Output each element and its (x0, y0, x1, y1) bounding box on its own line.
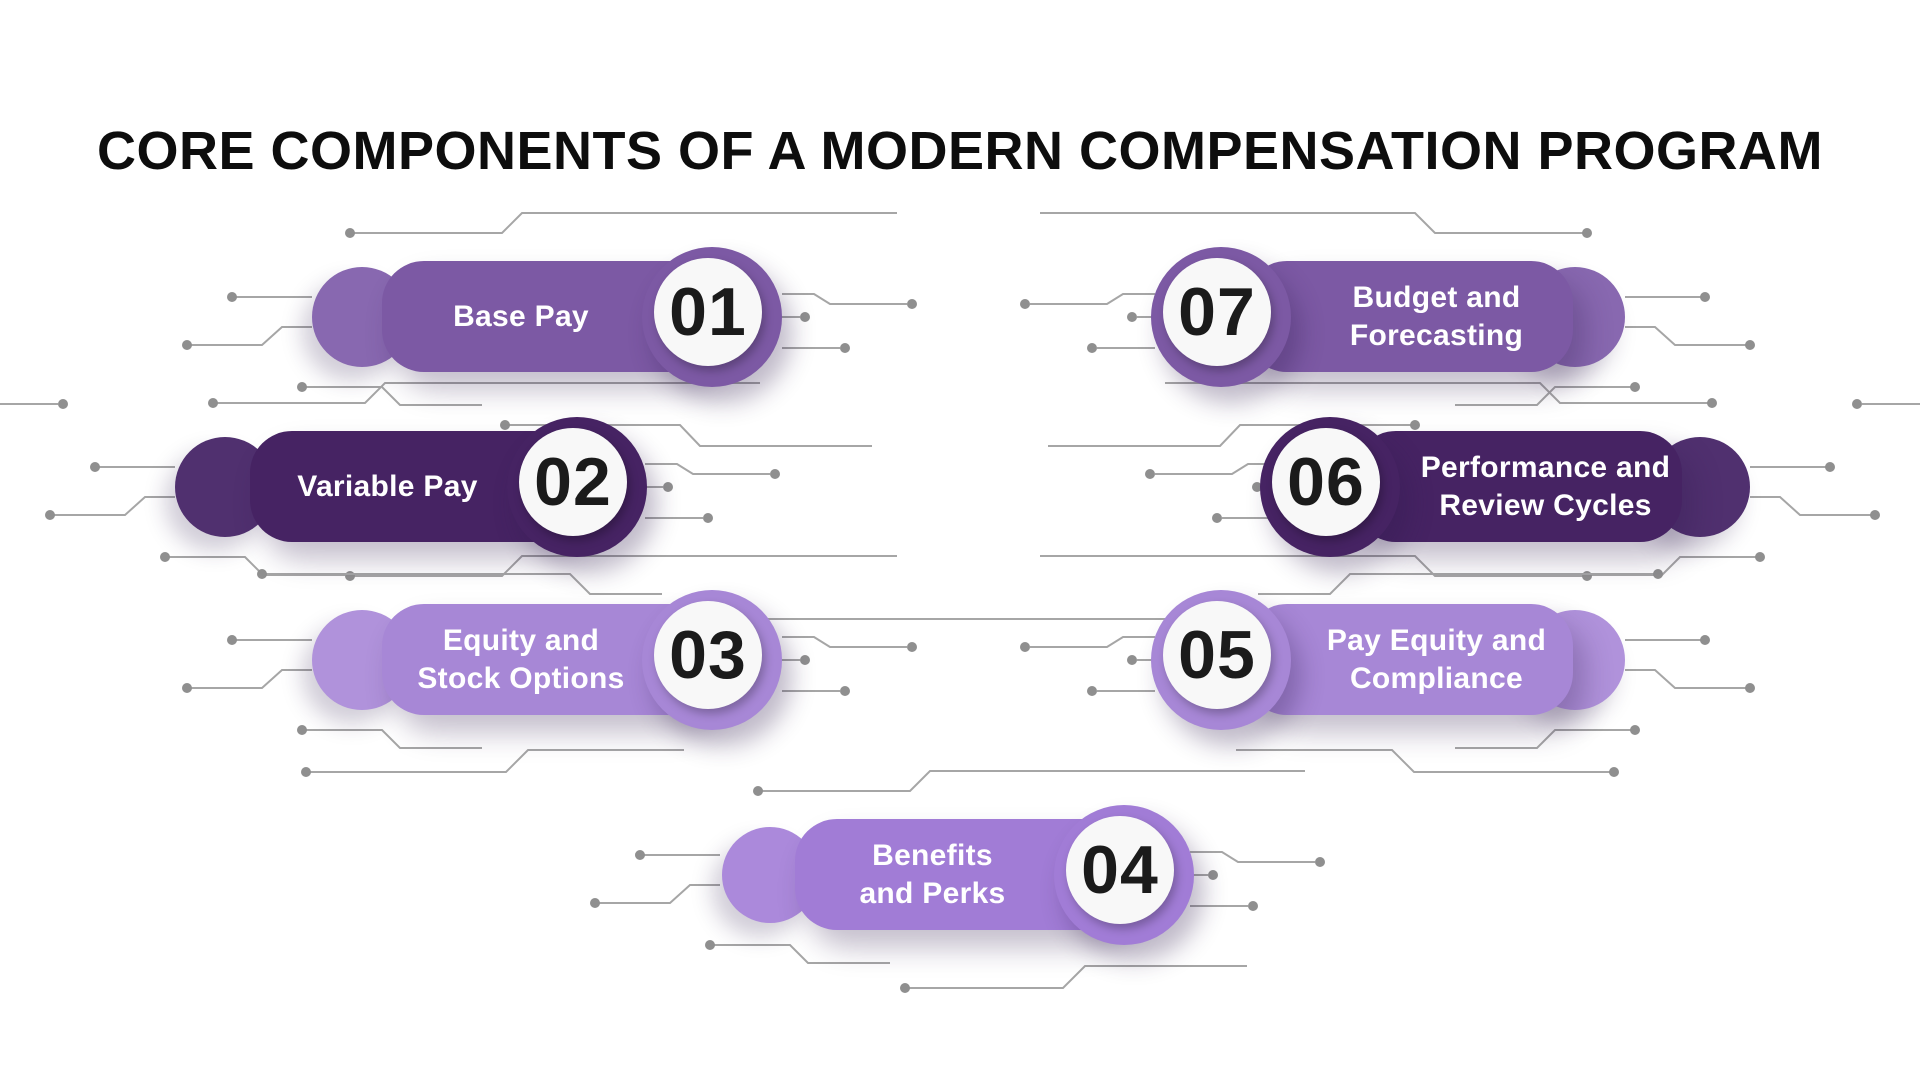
page-title: CORE COMPONENTS OF A MODERN COMPENSATION… (96, 121, 1824, 182)
